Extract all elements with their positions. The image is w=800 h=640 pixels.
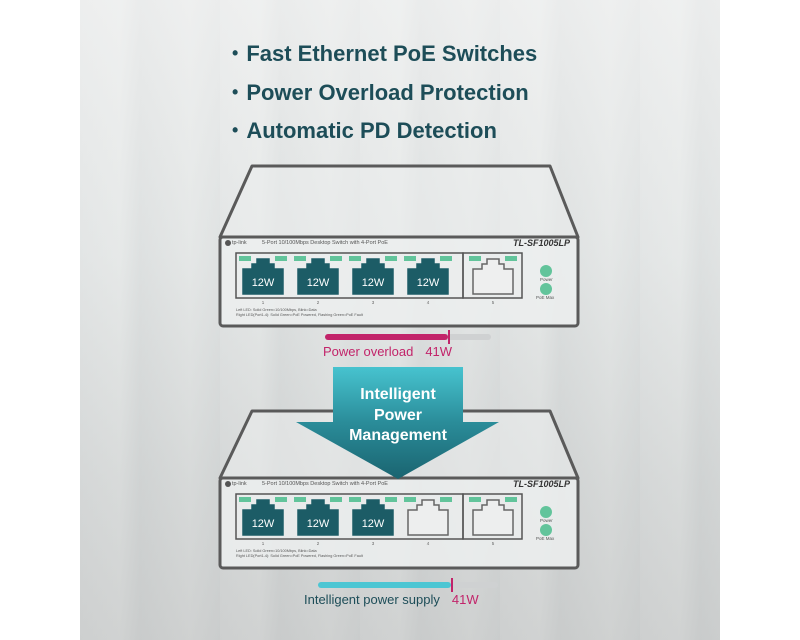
port-link-led: [239, 256, 251, 261]
arrow-label-line: Management: [349, 427, 447, 444]
port-poe-led: [275, 256, 287, 261]
poe-max-led-label: PoE Max: [536, 295, 555, 300]
ethernet-port-1: [242, 499, 284, 536]
port-poe-led: [330, 256, 342, 261]
power-caption-text: Power overload: [323, 344, 414, 359]
ethernet-port-5: [472, 499, 514, 536]
power-led-icon: [540, 265, 552, 277]
ethernet-port-4: [407, 499, 449, 536]
port-link-led: [404, 497, 416, 502]
port-link-led: [469, 256, 481, 261]
port-number: 2: [317, 541, 320, 546]
switch-description: 5-Port 10/100Mbps Desktop Switch with 4-…: [262, 240, 388, 246]
power-value: 41W: [425, 344, 453, 359]
port-poe-led: [505, 256, 517, 261]
power-led-label: Power: [540, 277, 553, 282]
ethernet-port-1: [242, 258, 284, 295]
switch-description: 5-Port 10/100Mbps Desktop Switch with 4-…: [262, 481, 388, 487]
port-number: 3: [372, 541, 375, 546]
port-power-label: 12W: [307, 277, 330, 289]
power-bar-fill: [325, 334, 448, 340]
power-value: 41W: [451, 592, 479, 607]
port-poe-led: [505, 497, 517, 502]
port-number: 1: [262, 300, 265, 305]
led-legend-line: Left LED: Solid Green=10/100Mbps, Blink=…: [236, 549, 317, 553]
port-number: 5: [492, 541, 495, 546]
port-number: 1: [262, 541, 265, 546]
power-caption: Power overload 41W: [323, 344, 452, 359]
poe-max-led-icon: [540, 283, 552, 295]
port-poe-led: [385, 497, 397, 502]
port-poe-led: [440, 256, 452, 261]
arrow-label-line: Power: [373, 406, 422, 424]
port-number: 4: [427, 300, 430, 305]
ethernet-port-5: [472, 258, 514, 295]
port-link-led: [349, 256, 361, 261]
power-led-icon: [540, 506, 552, 518]
uplink-port-group: [462, 493, 523, 540]
tp-link-logo-icon: [225, 481, 231, 487]
power-led-label: Power: [540, 518, 553, 523]
ethernet-port-2: [297, 499, 339, 536]
power-caption: Intelligent power supply 41W: [304, 592, 479, 607]
arrow-label-line: Intelligent: [360, 386, 436, 403]
ethernet-port-3: [352, 499, 394, 536]
port-power-label: 12W: [252, 518, 275, 530]
power-bar: [325, 330, 491, 344]
ethernet-port-4: [407, 258, 449, 295]
feature-item: •Fast Ethernet PoE Switches: [232, 41, 538, 66]
port-poe-led: [275, 497, 287, 502]
poe-max-led-icon: [540, 524, 552, 536]
port-link-led: [349, 497, 361, 502]
port-number: 2: [317, 300, 320, 305]
led-legend-line: Right LED(Port1-4): Solid Green=PoE Powe…: [236, 554, 363, 558]
port-poe-led: [385, 256, 397, 261]
port-number: 5: [492, 300, 495, 305]
port-power-label: 12W: [417, 277, 440, 289]
power-bar-fill: [318, 582, 452, 588]
ethernet-port-3: [352, 258, 394, 295]
power-bar: [318, 578, 498, 592]
port-number: 3: [372, 300, 375, 305]
feature-list: •Fast Ethernet PoE Switches •Power Overl…: [232, 36, 537, 152]
arrow-label: Intelligent Power Management: [298, 385, 498, 447]
feature-text: Automatic PD Detection: [246, 118, 497, 143]
port-power-label: 12W: [362, 277, 385, 289]
brand-logo-text: tp-link: [232, 481, 247, 487]
power-limit-marker: [451, 578, 454, 592]
feature-text: Fast Ethernet PoE Switches: [246, 41, 538, 66]
led-legend-line: Right LED(Port1-4): Solid Green=PoE Powe…: [236, 313, 363, 317]
port-link-led: [294, 497, 306, 502]
tp-link-logo-icon: [225, 240, 231, 246]
port-link-led: [294, 256, 306, 261]
brand-logo-text: tp-link: [232, 240, 247, 246]
feature-text: Power Overload Protection: [246, 79, 529, 105]
ethernet-port-2: [297, 258, 339, 295]
feature-item: •Automatic PD Detection: [232, 118, 497, 143]
port-power-label: 12W: [362, 518, 385, 530]
port-poe-led: [440, 497, 452, 502]
port-power-label: 12W: [307, 518, 330, 530]
led-legend-line: Left LED: Solid Green=10/100Mbps, Blink=…: [236, 308, 317, 312]
port-link-led: [239, 497, 251, 502]
power-caption-text: Intelligent power supply: [304, 592, 440, 607]
model-number: TL-SF1005LP: [513, 238, 571, 248]
port-number: 4: [427, 541, 430, 546]
port-link-led: [469, 497, 481, 502]
power-limit-marker: [447, 330, 450, 344]
uplink-port-group: [462, 252, 523, 299]
port-power-label: 12W: [252, 277, 275, 289]
model-number: TL-SF1005LP: [513, 479, 571, 489]
port-link-led: [404, 256, 416, 261]
feature-item: •Power Overload Protection: [232, 79, 529, 105]
port-poe-led: [330, 497, 342, 502]
poe-max-led-label: PoE Max: [536, 536, 555, 541]
